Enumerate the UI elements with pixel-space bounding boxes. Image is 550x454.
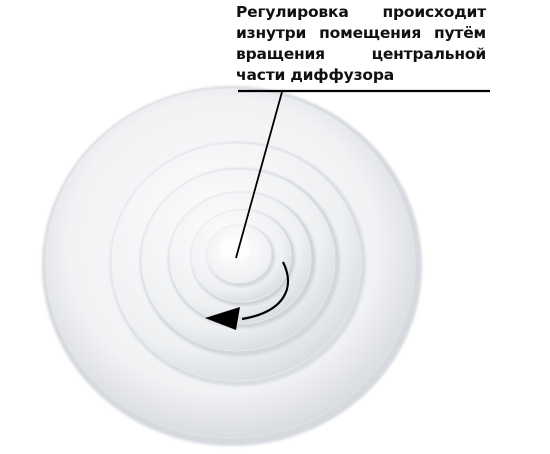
callout-text: Регулировка происходит изнутри помещения… [236, 3, 486, 84]
rotation-arrow-icon [205, 261, 289, 330]
diffuser-center-cap [206, 224, 275, 287]
leader-line [235, 89, 490, 259]
